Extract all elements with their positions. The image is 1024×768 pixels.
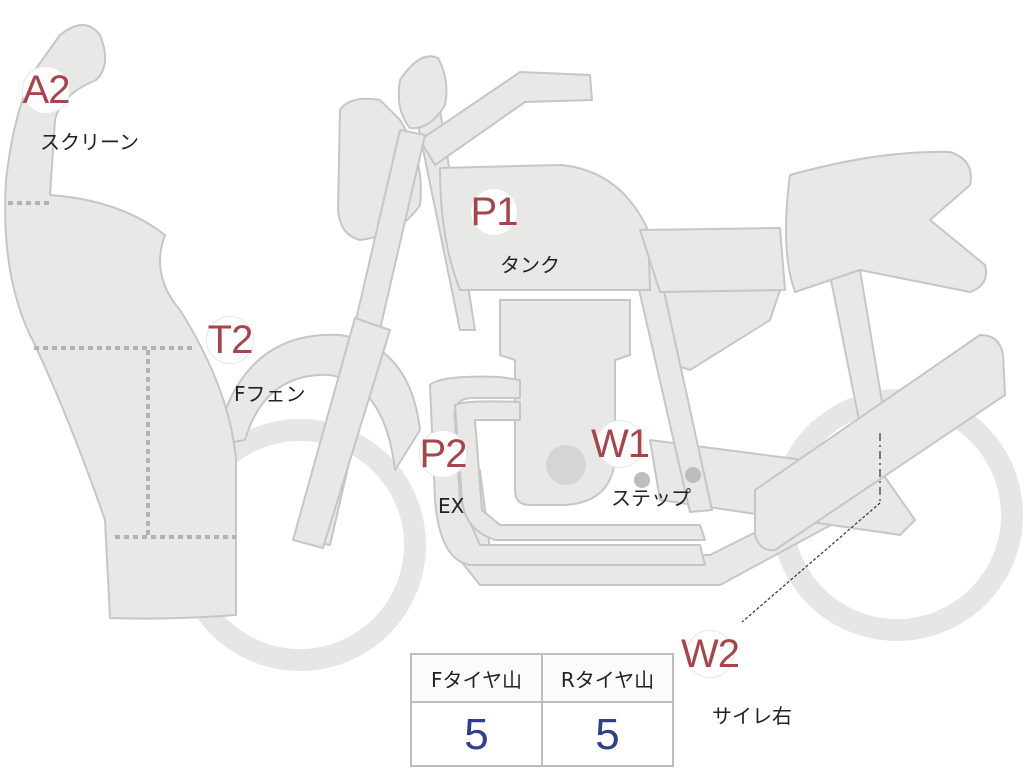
front-tire-tread-header: Fタイヤ山 [431, 667, 522, 692]
label-silencer-right: サイレ右 [712, 704, 792, 728]
tread-value-front-cell: 5 [412, 703, 541, 767]
marker-w1: W1 [591, 420, 650, 468]
front-tire-tread-value: 5 [464, 710, 489, 759]
footpeg-dot-left [634, 472, 650, 488]
marker-code: W2 [681, 632, 740, 676]
label-tank: タンク [500, 253, 560, 277]
tread-header-rear-cell: Rタイヤ山 [541, 655, 672, 701]
label-step: ステップ [611, 486, 691, 510]
label-screen: スクリーン [40, 130, 139, 154]
handlebar-shape [419, 71, 593, 166]
marker-code: P1 [470, 190, 519, 234]
rear-tire-tread-value: 5 [595, 710, 620, 759]
fork-slider-shape [292, 317, 391, 549]
rear-shock-shape [829, 269, 886, 426]
marker-w2: W2 [681, 630, 740, 678]
marker-p1: P1 [470, 188, 518, 236]
engine-case-circle [546, 445, 586, 485]
rear-tire-tread-header: Rタイヤ山 [560, 667, 655, 692]
tire-tread-table: Fタイヤ山 Rタイヤ山 5 5 [410, 653, 674, 767]
label-exhaust: EX [438, 494, 465, 518]
marker-code: T2 [207, 318, 254, 362]
w2-leader-diagonal [741, 502, 881, 623]
tread-value-rear-cell: 5 [541, 703, 672, 767]
marker-t2: T2 [206, 316, 254, 364]
seat-shape [639, 227, 786, 293]
seat-rear-shape [785, 150, 987, 293]
tread-table-header: Fタイヤ山 Rタイヤ山 [412, 655, 672, 703]
marker-a2: A2 [22, 66, 70, 114]
tread-header-front-cell: Fタイヤ山 [412, 655, 541, 701]
mirror-shape [397, 55, 448, 130]
label-front-fender: Fフェン [234, 382, 306, 406]
marker-p2: P2 [419, 430, 467, 478]
front-cowl-shape [4, 24, 237, 620]
exhaust-pipe-lower [454, 400, 706, 541]
tread-table-values: 5 5 [412, 703, 672, 767]
marker-code: P2 [419, 432, 468, 476]
muffler-shape [754, 334, 1006, 552]
footpeg-dot-right [685, 467, 701, 483]
marker-code: W1 [591, 422, 650, 466]
marker-code: A2 [22, 68, 71, 112]
